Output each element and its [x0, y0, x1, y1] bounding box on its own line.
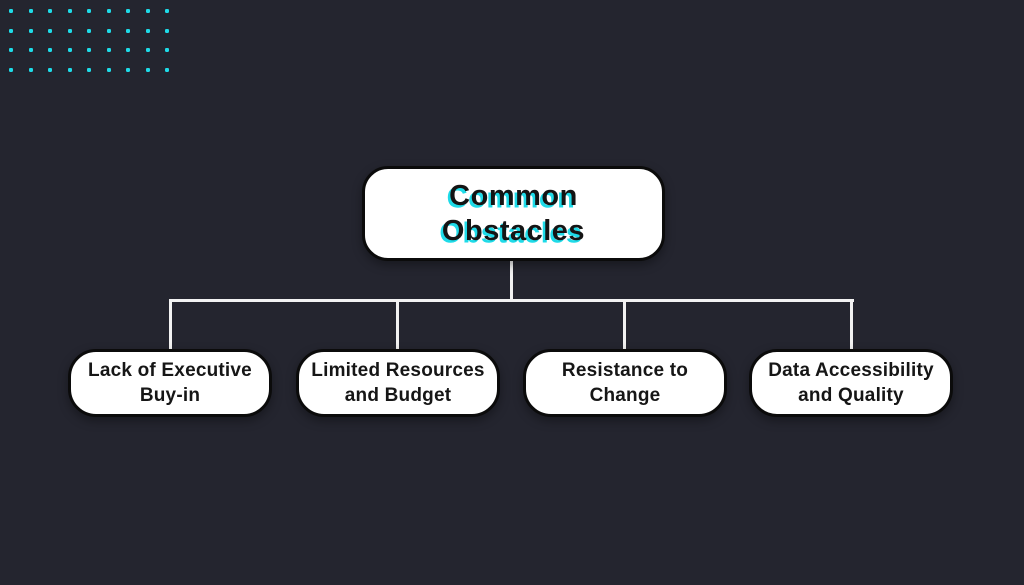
dot [126, 9, 130, 13]
node-common-obstacles-line-2: Obstacles [441, 214, 586, 247]
dot [48, 28, 52, 33]
dot [9, 28, 13, 33]
node-resistance-to-change: Resistance to Change [523, 349, 727, 417]
dot [165, 48, 169, 52]
child-3-line-1: Resistance to [561, 360, 689, 381]
child-2-line-1: Limited Resources [311, 360, 485, 381]
dot [165, 67, 169, 72]
child-4-line-2: and Quality [798, 385, 904, 406]
dot [87, 48, 91, 52]
child-1-line-2: Buy-in [139, 385, 201, 406]
node-lack-of-executive-buy-in-label: Lack of Executive Buy-in [88, 358, 252, 408]
node-limited-resources-and-budget: Limited Resources and Budget [296, 349, 500, 417]
connector-root-stub [510, 261, 513, 301]
node-lack-of-executive-buy-in: Lack of Executive Buy-in [68, 349, 272, 417]
dot [145, 67, 150, 72]
dot [106, 9, 111, 13]
dot [67, 67, 72, 72]
dot [106, 28, 111, 33]
dot [87, 28, 91, 33]
dot [145, 9, 150, 13]
dot [67, 48, 72, 52]
node-resistance-to-change-label: Resistance to Change [562, 358, 688, 408]
dot [67, 28, 72, 33]
dot [165, 28, 169, 33]
connector-drop-child-2 [396, 299, 399, 350]
connector-rail [169, 299, 854, 302]
connector-drop-child-4 [850, 299, 853, 350]
dot [87, 67, 91, 72]
dot [28, 9, 33, 13]
dot [48, 48, 52, 52]
node-common-obstacles: Common Obstacles [362, 166, 665, 261]
node-common-obstacles-label: Common Obstacles [442, 179, 585, 249]
dot [67, 9, 72, 13]
dot [126, 48, 130, 52]
node-data-accessibility-and-quality-label: Data Accessibility and Quality [768, 358, 934, 408]
node-data-accessibility-and-quality: Data Accessibility and Quality [749, 349, 953, 417]
node-limited-resources-and-budget-label: Limited Resources and Budget [311, 358, 484, 408]
connector-drop-child-1 [169, 299, 172, 350]
dot [9, 9, 13, 13]
dot [106, 67, 111, 72]
dot [28, 28, 33, 33]
dot [28, 67, 33, 72]
child-1-line-1: Lack of Executive [88, 360, 252, 381]
dot [9, 48, 13, 52]
dot [28, 48, 33, 52]
dot [126, 28, 130, 33]
dot [145, 48, 150, 52]
dot [48, 9, 52, 13]
dot [87, 9, 91, 13]
dot [106, 48, 111, 52]
child-3-line-2: Change [589, 385, 661, 406]
dot-grid-decoration [9, 9, 179, 84]
dot [9, 67, 13, 72]
node-common-obstacles-line-1: Common [449, 179, 578, 212]
child-4-line-1: Data Accessibility [768, 360, 934, 381]
dot [48, 67, 52, 72]
dot [126, 67, 130, 72]
connector-drop-child-3 [623, 299, 626, 350]
dot [165, 9, 169, 13]
child-2-line-2: and Budget [344, 385, 452, 406]
dot [145, 28, 150, 33]
